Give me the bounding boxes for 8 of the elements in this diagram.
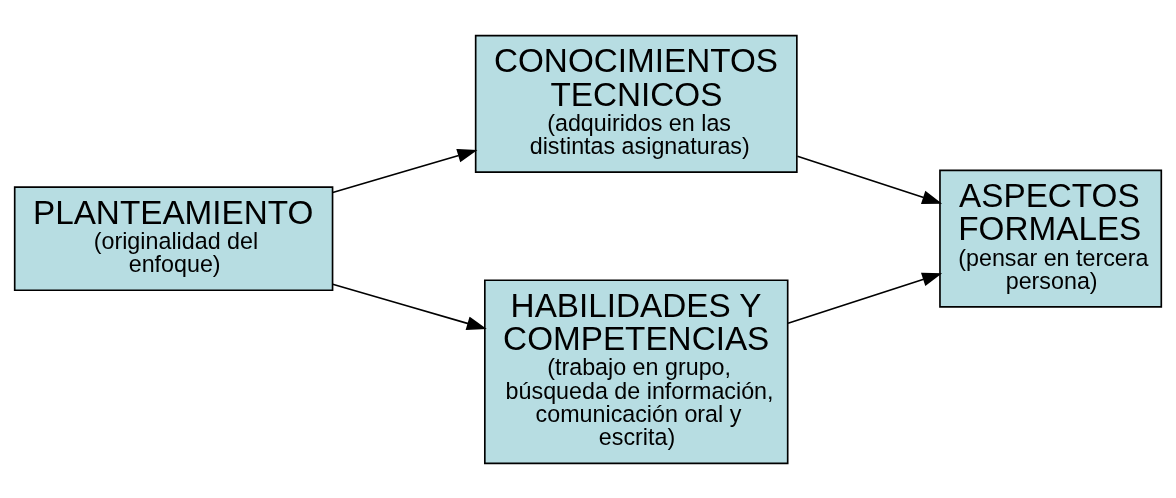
arrow <box>796 154 943 204</box>
node-box: ASPECTOS FORMALES (pensar en tercera persona) <box>939 169 1163 308</box>
arrow <box>331 148 478 193</box>
arrow <box>787 272 943 324</box>
node-box: HABILIDADES Y COMPETENCIAS (trabajo en grupo, búsqueda de información, comunicación oral y escrita) <box>484 278 789 464</box>
node-box: CONOCIMIENTOS TECNICOS (adquiridos en las distintas asignaturas) <box>474 34 798 173</box>
arrow <box>331 283 487 330</box>
node-box: PLANTEAMIENTO (originalidad del enfoque) <box>13 185 334 291</box>
